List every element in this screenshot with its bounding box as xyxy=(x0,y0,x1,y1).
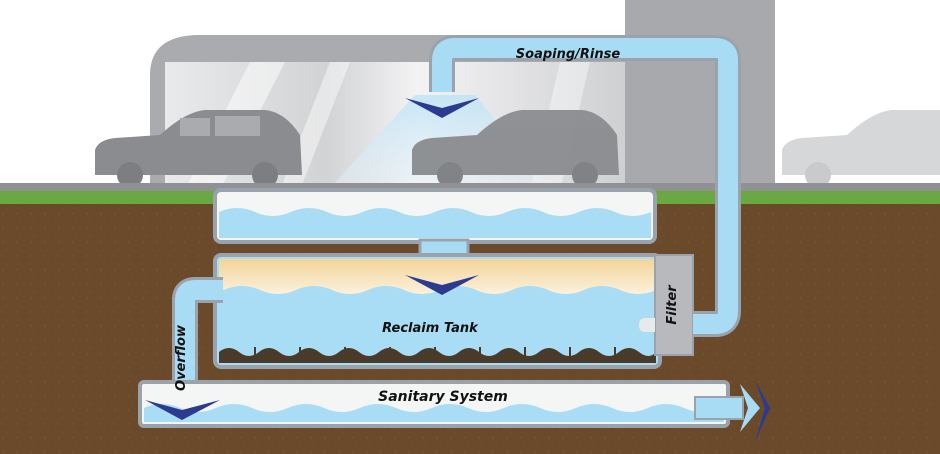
spray-arrow-icon xyxy=(405,98,479,118)
overflow-pipe xyxy=(175,280,223,400)
filter-box xyxy=(654,254,694,356)
label-reclaim-tank: Reclaim Tank xyxy=(382,321,479,336)
pavement xyxy=(0,183,940,191)
chevron-down-icon xyxy=(405,275,479,295)
building-tower xyxy=(625,0,775,190)
label-filter: Filter xyxy=(665,284,680,325)
label-soaping-rinse: Soaping/Rinse xyxy=(516,47,621,62)
car-left xyxy=(95,110,302,188)
car-right xyxy=(782,110,940,188)
collection-pit xyxy=(213,188,657,244)
overflow-arrow-icon xyxy=(145,400,220,420)
label-overflow: Overflow xyxy=(174,324,189,391)
recirculation-pipe xyxy=(432,38,738,334)
car-center xyxy=(412,110,619,188)
sanitary-pipe xyxy=(138,380,760,432)
chevron-right-icon xyxy=(755,380,770,442)
reclaim-tank xyxy=(213,253,662,369)
label-sanitary-system: Sanitary System xyxy=(378,389,508,405)
